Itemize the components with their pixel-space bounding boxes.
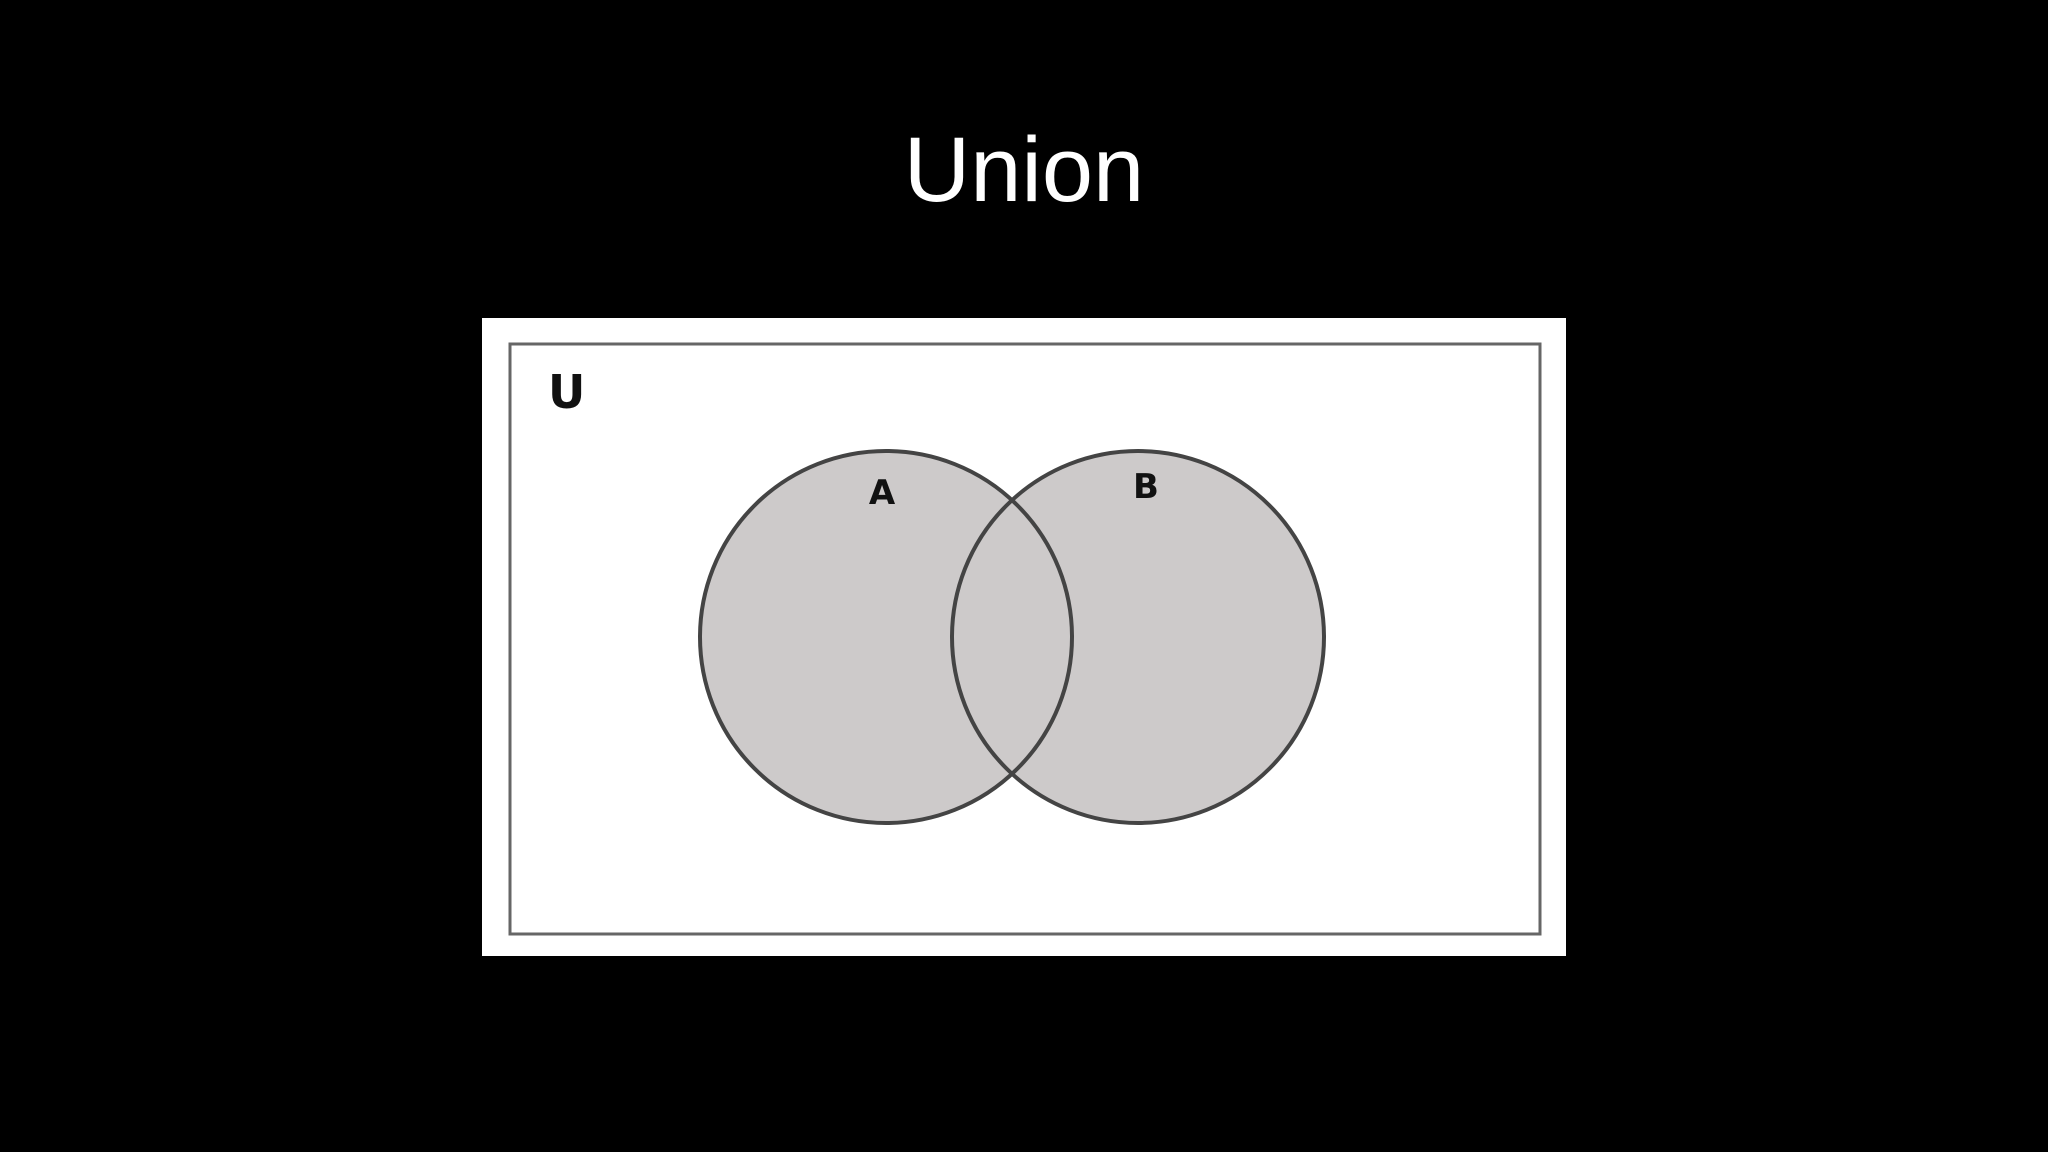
set-a-label: A bbox=[869, 473, 896, 513]
venn-diagram-svg: U A B bbox=[482, 318, 1566, 956]
universe-label: U bbox=[548, 365, 585, 419]
set-b-circle bbox=[950, 449, 1326, 825]
set-b-label: B bbox=[1133, 467, 1159, 507]
set-a-circle bbox=[698, 449, 1074, 825]
slide-title: Union bbox=[903, 119, 1145, 221]
venn-diagram: U A B bbox=[482, 318, 1566, 956]
